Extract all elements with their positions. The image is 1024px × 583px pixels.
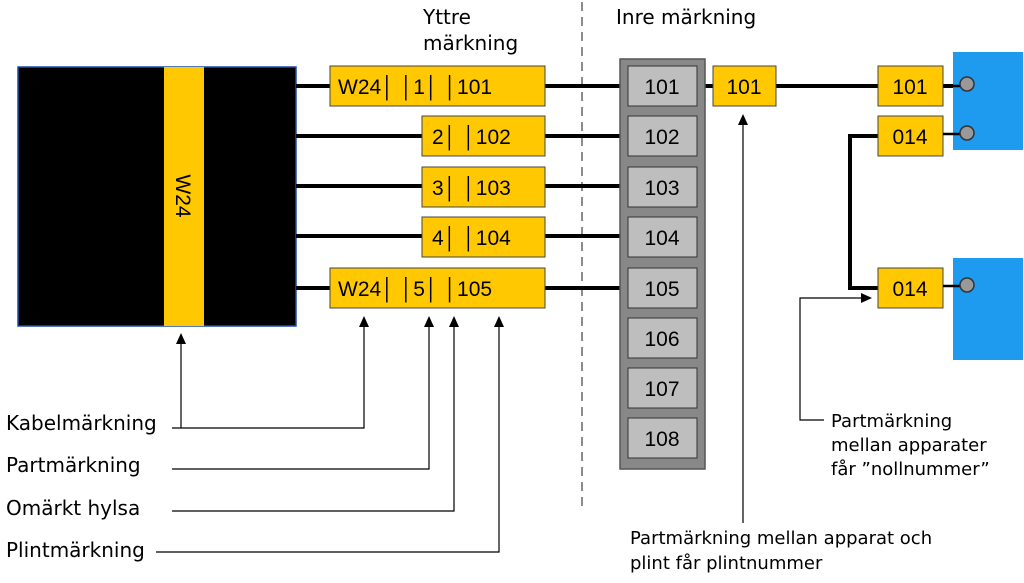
terminal-label-107: 107 [644,378,679,401]
note-device-line3: får ”nollnummer” [831,459,990,480]
terminal-box-105 [627,267,698,309]
arrowheads [176,114,872,344]
terminal-label-103: 103 [644,177,679,200]
leader-part [172,324,430,470]
terminal-box-101 [627,65,698,107]
outer-tag-5-box [329,267,546,309]
outer-tag-4-box [421,216,546,258]
outer-tags: W24│ │1│ │101 2│ │102 3│ │103 4│ │104 W2… [329,65,546,309]
note-terminal-line1: Partmärkning mellan apparat och [630,528,932,549]
arrowhead-icon [861,293,872,303]
arrowhead-icon [359,316,369,327]
leader-device-note [799,297,862,421]
note-terminal-line2: plint får plintnummer [630,553,823,574]
note-device-line1: Partmärkning [831,411,952,432]
outer-tag-2-label: 2│ │102 [432,124,511,151]
device-tag-101-label: 101 [892,76,927,99]
outer-tag-1-box [329,65,546,107]
arrowhead-icon [424,316,434,327]
terminal-box-108 [627,417,698,459]
device-connectors [943,84,960,288]
device-tag-014a-box [877,115,944,157]
device-tag-101-box [877,65,944,107]
note-device-line2: mellan apparater [831,435,987,456]
cable-marker-band [164,67,204,326]
inner-tag-box [712,65,777,107]
terminal-label-108: 108 [644,428,679,451]
device-tags: 101 014 014 [877,65,944,309]
heading-outer-line2: märkning [423,31,518,55]
terminal-label-102: 102 [644,126,679,149]
device-tag-014b-label: 014 [892,278,927,301]
legend-plintmarkning: Plintmärkning [6,538,145,562]
terminal-box-102 [627,115,698,157]
arrowhead-icon [494,316,504,327]
terminals: 101 102 103 104 105 106 107 108 [627,65,698,459]
legend-kabelmarkning: Kabelmärkning [6,411,157,435]
outer-tag-2-box [421,115,546,157]
terminal-label-106: 106 [644,328,679,351]
cable-body [17,66,297,327]
inner-tag-label: 101 [726,76,761,99]
legend-omarkt-hylsa: Omärkt hylsa [6,496,140,520]
leader-terminal [156,324,500,553]
device-tag-014b-box [877,267,944,309]
legend-partmarkning: Partmärkning [6,453,141,477]
leader-lines [156,122,862,553]
leader-cable [172,324,365,429]
outer-tag-3-label: 3│ │103 [432,175,511,202]
device-tag-014a-label: 014 [892,126,927,149]
screw-terminal-icon [959,125,975,141]
wire-014 [848,134,878,290]
outer-tag-3-box [421,166,546,208]
arrowhead-icon [449,316,459,327]
outer-tag-1-label: W24│ │1│ │101 [338,74,492,101]
cable-marker-label: W24 [171,174,194,218]
outer-tag-5-label: W24│ │5│ │105 [338,276,492,303]
terminal-box-103 [627,166,698,208]
outer-tag-4-label: 4│ │104 [432,225,511,252]
arrowhead-icon [738,114,748,125]
heading-inner: Inre märkning [616,5,756,29]
leader-sleeve [172,324,455,512]
arrowhead-icon [176,333,186,344]
terminal-box-106 [627,317,698,359]
terminal-label-101: 101 [644,76,679,99]
heading-outer-line1: Yttre [422,5,471,29]
screw-terminal-icon [959,76,975,92]
terminal-label-104: 104 [644,227,679,250]
terminal-label-105: 105 [644,278,679,301]
device-lower [953,258,1023,360]
screw-terminal-icon [959,277,975,293]
terminal-box-107 [627,367,698,409]
terminal-box-104 [627,216,698,258]
